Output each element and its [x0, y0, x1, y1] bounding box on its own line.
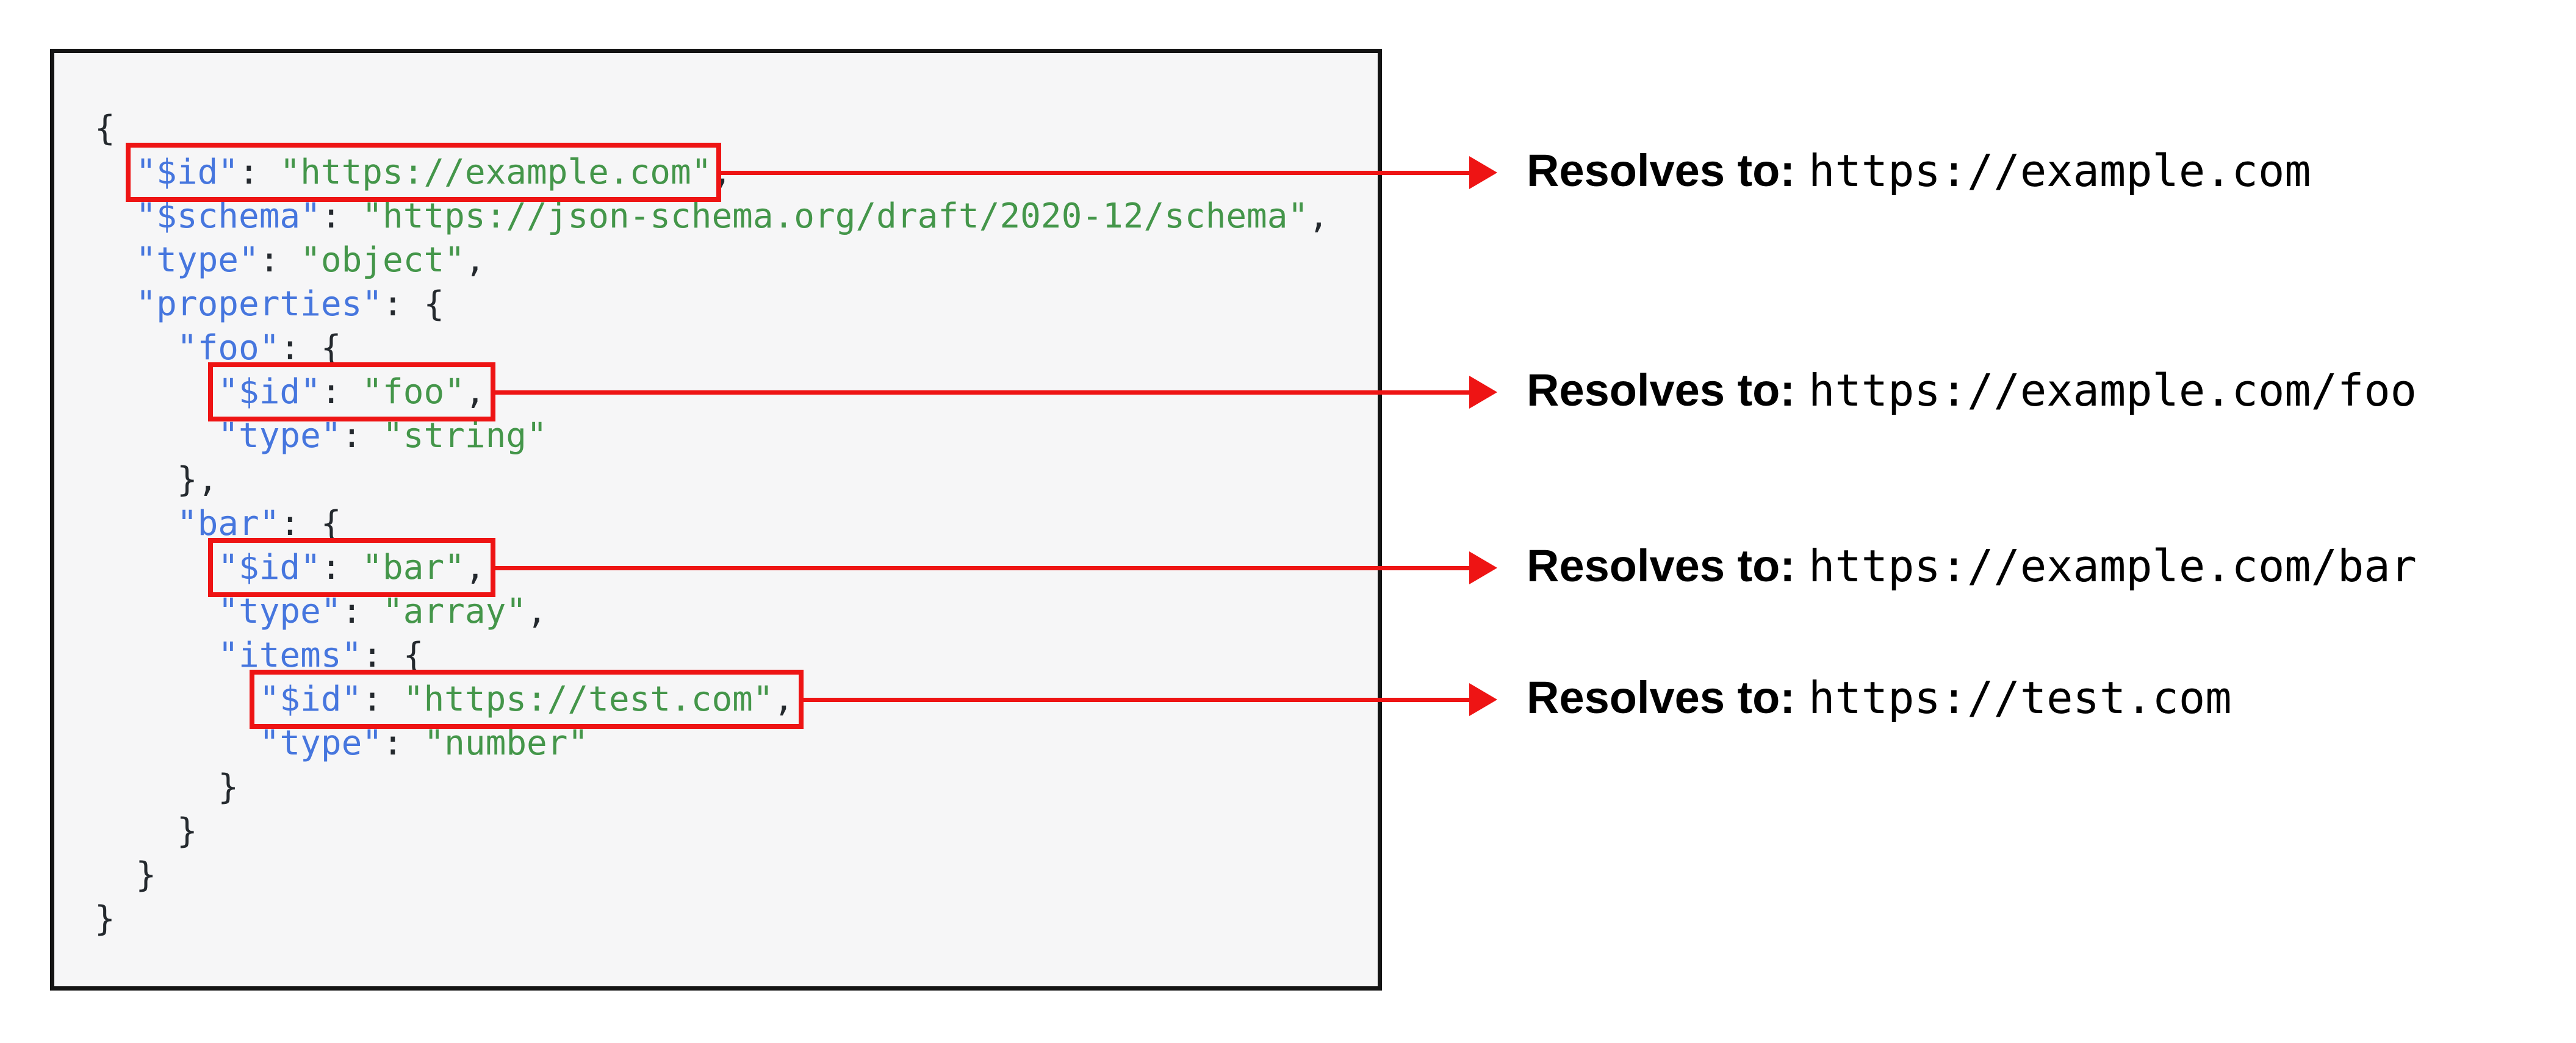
code-line: "type": "number" [95, 722, 1329, 765]
code-token-pun: } [135, 855, 157, 895]
code-token-str: "https://test.com" [403, 679, 774, 719]
code-token-pun: } [176, 811, 198, 851]
resolved-url: https://example.com/foo [1808, 365, 2417, 417]
code-token-str: "https://example.com" [279, 152, 712, 192]
resolves-to-annotation: Resolves to:https://example.com/bar [1527, 540, 2417, 592]
resolves-to-label: Resolves to: [1527, 672, 1796, 723]
code-line: "$id": "https://example.com", [95, 143, 1329, 202]
code-token-str: "bar" [362, 548, 465, 587]
resolves-to-annotation: Resolves to:https://example.com [1527, 145, 2311, 196]
code-token-str: "object" [300, 240, 465, 280]
code-block: {"$id": "https://example.com","$schema":… [95, 107, 1329, 941]
arrowhead-icon [1469, 376, 1497, 409]
code-line: } [95, 897, 1329, 941]
resolves-to-label: Resolves to: [1527, 145, 1796, 196]
id-highlight-box: "$id": "bar", [208, 538, 495, 597]
code-token-key: "type" [135, 240, 259, 280]
code-token-key: "$schema" [135, 196, 321, 236]
resolved-url: https://example.com [1808, 145, 2311, 197]
code-token-pun: , [1308, 196, 1329, 236]
resolved-url: https://example.com/bar [1808, 540, 2417, 592]
code-token-pun: : { [362, 636, 424, 675]
code-token-pun: : [320, 196, 362, 236]
code-line: "$id": "bar", [95, 538, 1329, 597]
code-line: { [95, 107, 1329, 151]
code-token-pun: : { [279, 328, 342, 368]
resolution-arrow [804, 683, 1497, 716]
code-token-key: "bar" [176, 504, 280, 543]
code-token-pun: : [383, 723, 424, 763]
resolution-arrow [495, 551, 1497, 584]
code-token-str: "https://json-schema.org/draft/2020-12/s… [362, 196, 1309, 236]
code-token-str: "string" [383, 416, 547, 456]
code-token-key: "$id" [259, 679, 362, 719]
code-line: "foo": { [95, 326, 1329, 370]
resolves-to-annotation: Resolves to:https://example.com/foo [1527, 364, 2417, 416]
code-line: }, [95, 458, 1329, 502]
code-line: } [95, 765, 1329, 809]
arrowhead-icon [1469, 156, 1497, 189]
code-token-key: "$id" [135, 152, 239, 192]
code-token-pun: : [320, 548, 362, 587]
id-highlight-box: "$id": "https://test.com", [249, 670, 804, 729]
code-line: "items": { [95, 634, 1329, 678]
arrowhead-icon [1469, 683, 1497, 716]
resolves-to-annotation: Resolves to:https://test.com [1527, 672, 2232, 723]
code-token-pun: { [95, 109, 115, 148]
code-token-str: "foo" [362, 372, 465, 412]
code-token-pun: : { [383, 284, 445, 324]
code-token-key: "properties" [135, 284, 383, 324]
code-token-str: "array" [383, 592, 527, 631]
resolution-arrow [495, 376, 1497, 409]
code-token-pun: }, [176, 460, 218, 500]
code-token-pun: : [320, 372, 362, 412]
code-token-pun: : [259, 240, 301, 280]
code-token-pun: , [464, 372, 486, 412]
code-line: "bar": { [95, 502, 1329, 546]
resolution-arrow [721, 156, 1497, 189]
code-line: "type": "string" [95, 414, 1329, 458]
code-token-pun: : [362, 679, 403, 719]
code-line: "$id": "foo", [95, 362, 1329, 421]
code-line: "type": "array", [95, 590, 1329, 634]
code-line: } [95, 809, 1329, 853]
code-token-pun: : { [279, 504, 342, 543]
code-token-pun: , [773, 679, 794, 719]
code-token-str: "number" [423, 723, 589, 763]
arrowhead-icon [1469, 551, 1497, 584]
code-line: "type": "object", [95, 238, 1329, 282]
code-token-key: "$id" [218, 548, 321, 587]
resolved-url: https://test.com [1808, 672, 2232, 724]
code-token-pun: : [341, 592, 383, 631]
resolves-to-label: Resolves to: [1527, 365, 1796, 416]
code-token-key: "$id" [218, 372, 321, 412]
code-token-key: "type" [218, 592, 342, 631]
code-token-key: "items" [218, 636, 362, 675]
code-token-pun: : [341, 416, 383, 456]
code-token-key: "foo" [176, 328, 280, 368]
code-token-pun: } [95, 899, 115, 939]
code-token-pun: , [527, 592, 547, 631]
code-token-key: "type" [218, 416, 342, 456]
code-token-pun: , [464, 548, 486, 587]
id-highlight-box: "$id": "foo", [208, 362, 495, 421]
code-token-pun: : [239, 152, 280, 192]
code-line: "$schema": "https://json-schema.org/draf… [95, 195, 1329, 238]
resolves-to-label: Resolves to: [1527, 540, 1796, 592]
code-line: "$id": "https://test.com", [95, 670, 1329, 729]
code-line: "properties": { [95, 282, 1329, 326]
code-line: } [95, 853, 1329, 897]
code-token-key: "type" [259, 723, 383, 763]
json-code-panel: {"$id": "https://example.com","$schema":… [50, 49, 1382, 991]
code-token-pun: , [464, 240, 486, 280]
code-token-pun: } [218, 767, 239, 807]
id-highlight-box: "$id": "https://example.com" [126, 143, 722, 202]
